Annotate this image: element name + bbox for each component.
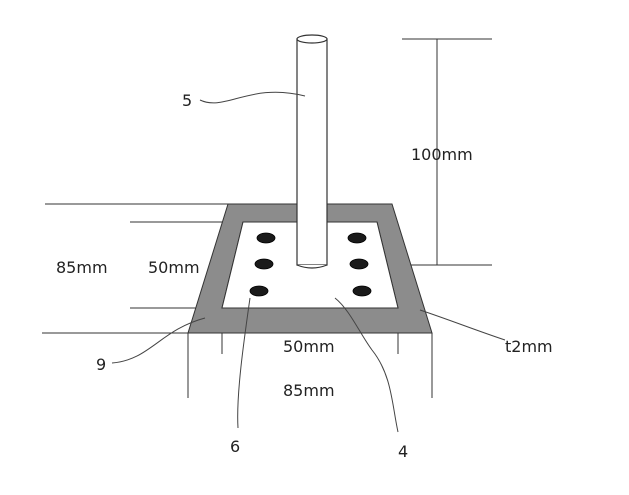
rod-bottom (296, 264, 328, 269)
hole-label: 6 (230, 437, 240, 456)
hole (349, 258, 369, 270)
thickness-label: t2mm (505, 337, 553, 356)
rod-leader (199, 91, 306, 104)
outer-left-label: 85mm (56, 258, 108, 277)
holes-group (249, 232, 372, 297)
thickness-leader (419, 309, 506, 341)
hole-leader (237, 297, 251, 429)
hole (347, 232, 367, 244)
rod-body (296, 38, 328, 266)
frame-label: 9 (96, 355, 106, 374)
outer-bottom-label: 85mm (283, 381, 335, 400)
hole (256, 232, 276, 244)
hole (249, 285, 269, 297)
rod-label: 5 (182, 91, 192, 110)
plate-label: 4 (398, 442, 408, 461)
height-label: 100mm (411, 145, 473, 164)
rod-top (296, 34, 328, 44)
inner-bottom-label: 50mm (283, 337, 335, 356)
plate-leader (334, 297, 399, 433)
frame-leader (111, 317, 206, 364)
inner-left-label: 50mm (148, 258, 200, 277)
hole (254, 258, 274, 270)
hole (352, 285, 372, 297)
